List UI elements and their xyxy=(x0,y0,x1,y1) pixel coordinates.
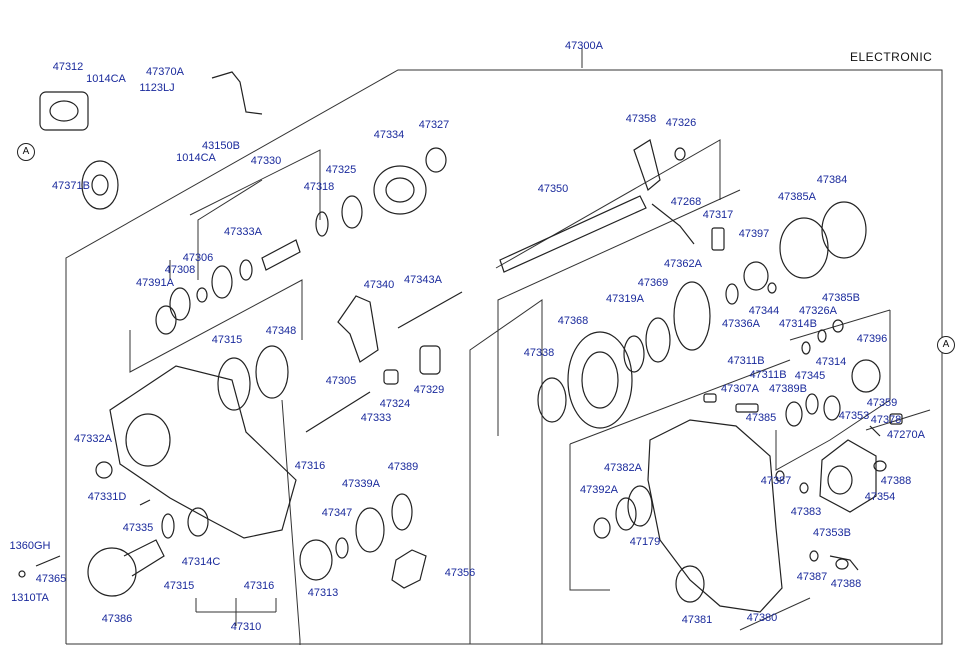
part-label-47388-b: 47388 xyxy=(830,578,862,590)
part-label-1123lj: 1123LJ xyxy=(139,82,175,94)
part-label-47359: 47359 xyxy=(866,397,898,409)
part-label-47362a: 47362A xyxy=(664,258,702,270)
part-label-47311b-b: 47311B xyxy=(749,369,787,381)
part-label-47388-a: 47388 xyxy=(880,475,912,487)
part-label-47315-top: 47315 xyxy=(211,334,243,346)
part-label-47347: 47347 xyxy=(321,507,353,519)
part-label-47314b: 47314B xyxy=(779,318,817,330)
part-label-47306: 47306 xyxy=(182,252,214,264)
part-label-47380: 47380 xyxy=(746,612,778,624)
part-label-47324: 47324 xyxy=(379,398,411,410)
part-label-47318: 47318 xyxy=(303,181,335,193)
part-label-47314c: 47314C xyxy=(181,556,221,568)
part-label-47335: 47335 xyxy=(122,522,154,534)
part-label-47326a: 47326A xyxy=(799,305,837,317)
part-label-47370a: 47370A xyxy=(146,66,184,78)
part-label-1014ca-mid: 1014CA xyxy=(176,152,216,164)
part-label-47329: 47329 xyxy=(413,384,445,396)
part-label-47354: 47354 xyxy=(864,491,896,503)
part-label-47270a: 47270A xyxy=(887,429,925,441)
callout-a-left: A xyxy=(17,143,35,161)
part-label-47396: 47396 xyxy=(856,333,888,345)
part-label-47385: 47385 xyxy=(745,412,777,424)
part-label-47382a: 47382A xyxy=(604,462,642,474)
part-label-47307a: 47307A xyxy=(721,383,759,395)
part-label-47397: 47397 xyxy=(738,228,770,240)
part-label-1360gh: 1360GH xyxy=(9,540,51,552)
part-label-1310ta: 1310TA xyxy=(11,592,49,604)
part-label-47358: 47358 xyxy=(625,113,657,125)
part-label-47314: 47314 xyxy=(815,356,847,368)
part-label-47389b: 47389B xyxy=(769,383,807,395)
part-label-47338: 47338 xyxy=(523,347,555,359)
part-label-47316-bot: 47316 xyxy=(243,580,275,592)
part-label-47308: 47308 xyxy=(164,264,196,276)
part-label-47333a: 47333A xyxy=(224,226,262,238)
part-label-47305: 47305 xyxy=(325,375,357,387)
part-label-47317: 47317 xyxy=(702,209,734,221)
part-label-47369: 47369 xyxy=(637,277,669,289)
part-label-47356: 47356 xyxy=(444,567,476,579)
part-label-47313: 47313 xyxy=(307,587,339,599)
part-label-47365: 47365 xyxy=(35,573,67,585)
part-label-47383: 47383 xyxy=(790,506,822,518)
part-label-47371b: 47371B xyxy=(52,180,90,192)
part-label-47343a: 47343A xyxy=(404,274,442,286)
part-label-47378: 47378 xyxy=(870,414,902,426)
part-label-47340: 47340 xyxy=(363,279,395,291)
part-label-47334: 47334 xyxy=(373,129,405,141)
part-label-47392a: 47392A xyxy=(580,484,618,496)
part-label-47385b: 47385B xyxy=(822,292,860,304)
part-label-47268: 47268 xyxy=(670,196,702,208)
part-label-47325: 47325 xyxy=(325,164,357,176)
part-label-47387-b: 47387 xyxy=(796,571,828,583)
part-label-47345: 47345 xyxy=(794,370,826,382)
part-label-43150b: 43150B xyxy=(202,140,240,152)
part-label-47316-mid: 47316 xyxy=(294,460,326,472)
part-label-47310: 47310 xyxy=(230,621,262,633)
part-label-47387-a: 47387 xyxy=(760,475,792,487)
part-label-47384: 47384 xyxy=(816,174,848,186)
part-label-47332a: 47332A xyxy=(74,433,112,445)
part-label-47333: 47333 xyxy=(360,412,392,424)
part-label-47350: 47350 xyxy=(537,183,569,195)
part-label-47315-bot: 47315 xyxy=(163,580,195,592)
part-label-47312: 47312 xyxy=(52,61,84,73)
part-label-47331d: 47331D xyxy=(87,491,127,503)
part-label-47327: 47327 xyxy=(418,119,450,131)
part-label-47391a: 47391A xyxy=(136,277,174,289)
part-label-47300a: 47300A xyxy=(565,40,603,52)
part-label-47339a: 47339A xyxy=(342,478,380,490)
part-label-47179: 47179 xyxy=(629,536,661,548)
part-label-47381: 47381 xyxy=(681,614,713,626)
part-label-47368: 47368 xyxy=(557,315,589,327)
part-label-47326: 47326 xyxy=(665,117,697,129)
part-label-1014ca-top: 1014CA xyxy=(86,73,126,85)
part-label-47311b-a: 47311B xyxy=(727,355,765,367)
part-label-47389: 47389 xyxy=(387,461,419,473)
part-label-47336a: 47336A xyxy=(722,318,760,330)
part-label-47319a: 47319A xyxy=(606,293,644,305)
part-label-47344: 47344 xyxy=(748,305,780,317)
part-label-47330: 47330 xyxy=(250,155,282,167)
part-label-47385a: 47385A xyxy=(778,191,816,203)
variant-label: ELECTRONIC xyxy=(850,50,933,64)
frame-inner-divider xyxy=(469,299,543,644)
part-label-47348: 47348 xyxy=(265,325,297,337)
frame-outline xyxy=(65,69,943,645)
part-label-47353b: 47353B xyxy=(813,527,851,539)
part-label-47353: 47353 xyxy=(838,410,870,422)
callout-a-right: A xyxy=(937,336,955,354)
part-label-47386: 47386 xyxy=(101,613,133,625)
